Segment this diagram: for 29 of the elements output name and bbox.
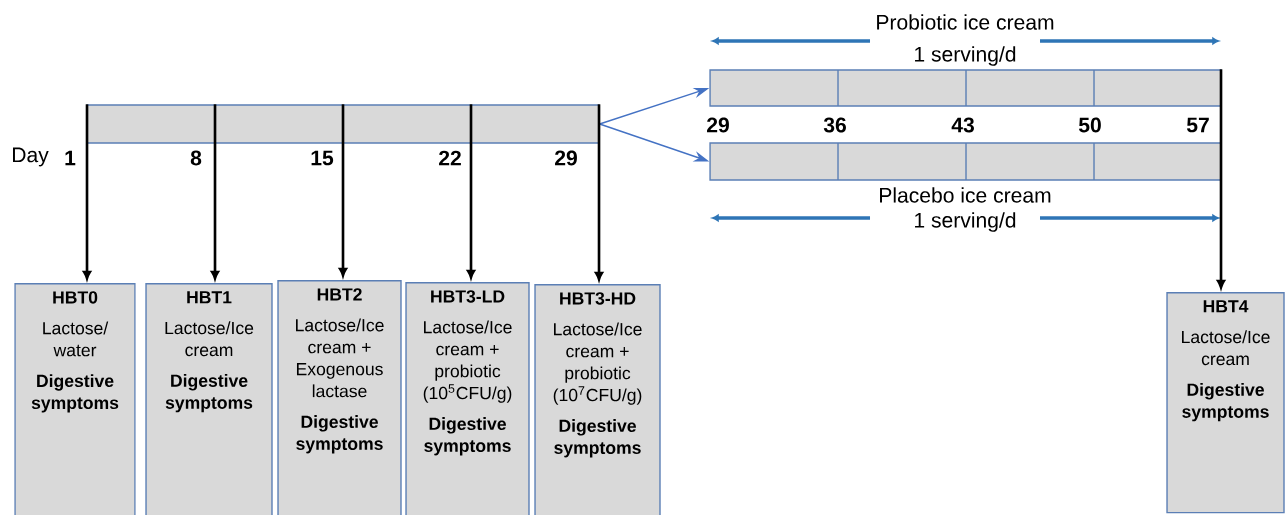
day-label: 1 [65,150,76,166]
day-label: 29 [707,117,729,133]
day-label: 15 [311,150,334,166]
step-box: HBT3-LD Lactose/Ice cream + probiotic (10$^{5}$CFU/g) Digestive symptoms [405,282,530,515]
bar-caption: Placebo ice cream [876,185,1054,205]
timeline-bar [709,142,1222,181]
day-label: 57 [1186,117,1209,133]
bar-caption: Probiotic ice cream [873,12,1057,32]
timeline-bar [709,69,1222,107]
day-label: 36 [823,117,846,133]
arrow [1216,69,1226,289]
arrow [466,104,476,279]
arrow [338,104,348,277]
day-label: 8 [190,150,202,166]
day-label: 50 [1078,117,1101,133]
step-box: HBT0 Lactose/ water Digestive symptoms [14,283,136,515]
day-label: Day [13,147,49,167]
step-box: HBT4 Lactose/Ice cream Digestive symptoms [1166,292,1285,514]
arrow [594,104,604,281]
arrow [82,104,92,280]
step-box: HBT3-HD Lactose/Ice cream + probiotic (10$^{7}$CFU/g) Digestive symptoms [534,284,661,515]
timeline-bar [86,104,600,144]
bar-caption: 1 serving/d [911,44,1019,68]
day-label: 43 [951,117,974,133]
step-box: HBT2 Lactose/Ice cream + Exogenous lactase Digestive symptoms [277,280,402,515]
arrow [210,104,220,280]
day-label: 22 [439,150,461,166]
step-box: HBT1 Lactose/Ice cream Digestive symptoms [145,283,273,515]
bar-caption: 1 serving/d [911,210,1019,234]
